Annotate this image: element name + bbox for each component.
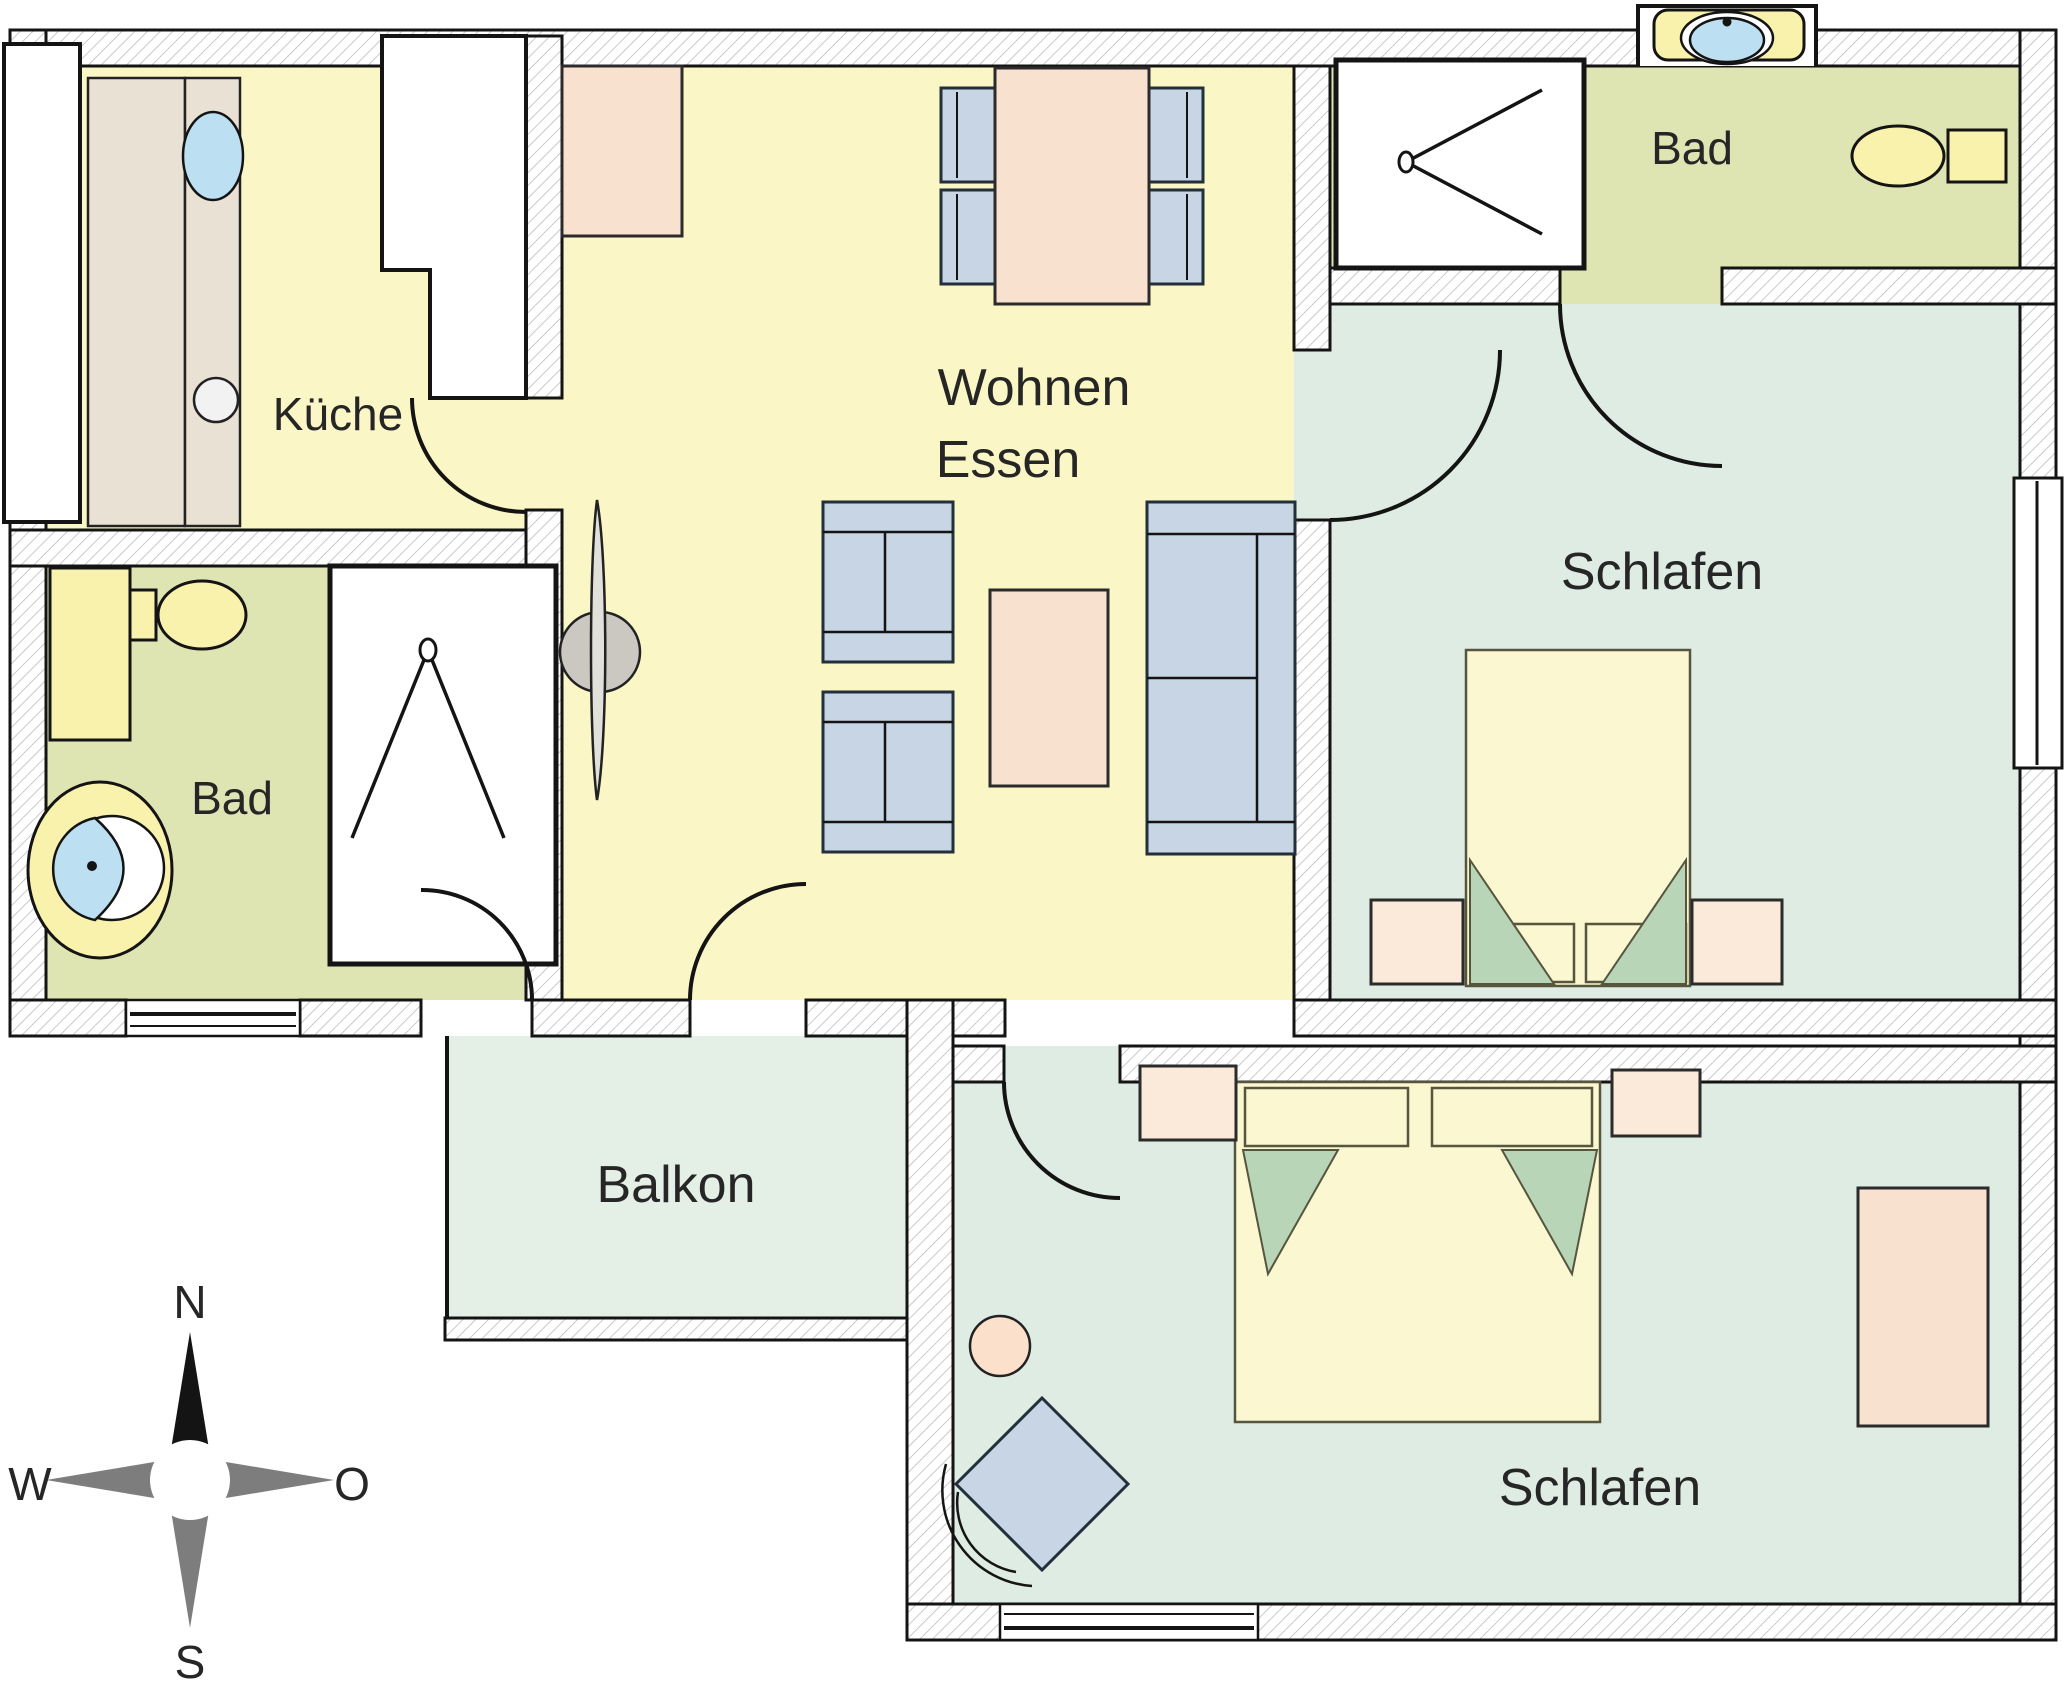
doors xyxy=(410,303,1723,1200)
compass-label-south: S xyxy=(174,1636,206,1688)
sink-drain xyxy=(1722,17,1732,27)
toilet-tank xyxy=(1946,128,2008,184)
wall-bedroom-bottom-left xyxy=(905,998,955,1642)
door-balcony xyxy=(688,882,807,1001)
shower-top xyxy=(1333,57,1587,271)
bath-left-fixtures xyxy=(26,563,559,967)
bath-left-vanity xyxy=(48,566,132,742)
nightstand xyxy=(1610,1068,1702,1138)
nightstand xyxy=(1138,1064,1238,1142)
sideboard xyxy=(560,64,684,238)
bedroom-bottom-furniture xyxy=(941,1064,1990,1588)
nightstand xyxy=(1690,898,1784,986)
wall-bath-top-bottom-b xyxy=(1720,266,2058,306)
room-label-bad-links: Bad xyxy=(191,772,273,824)
room-label-balkon: Balkon xyxy=(596,1156,756,1214)
compass-west-arrow xyxy=(46,1457,184,1503)
window-kitchen-left xyxy=(2,42,82,524)
wall-bath-left-bottom-a xyxy=(8,998,128,1038)
door-kitchen xyxy=(410,397,527,514)
armchair xyxy=(821,500,955,664)
room-label-essen: Essen xyxy=(935,431,1081,489)
plant-leaf-icon xyxy=(589,499,607,801)
bath-top-door-floor xyxy=(1560,268,1722,304)
door-bedroom-mid xyxy=(1329,349,1502,522)
shower-head-icon xyxy=(1397,150,1415,174)
wall-kitchen-living-upper xyxy=(524,34,564,400)
balcony-floor xyxy=(445,1036,907,1318)
wall-bedroom-bottom-top-b xyxy=(1118,1044,2058,1084)
room-label-schlafen-mitte: Schlafen xyxy=(1560,543,1764,601)
room-label-bad-oben: Bad xyxy=(1651,122,1733,174)
walls xyxy=(8,28,2058,1642)
balcony-railing xyxy=(443,1316,909,1342)
wall-living-bedroom-upper xyxy=(1292,64,1332,352)
kitchen-door-floor xyxy=(526,398,562,510)
coffee-table xyxy=(988,588,1110,788)
compass-north-arrow xyxy=(167,1332,213,1474)
room-label-wohnen: Wohnen xyxy=(937,359,1131,417)
shower-head-icon xyxy=(418,637,438,663)
window-bath-left xyxy=(124,998,302,1038)
wall-kitchen-bottom xyxy=(8,528,564,568)
wall-bedroom-bottom-top-a xyxy=(951,1044,1006,1084)
bedroom-mid-furniture xyxy=(1369,648,1784,988)
toilet-tank xyxy=(128,588,158,642)
toilet-icon xyxy=(156,579,248,651)
wall-living-bottom-a xyxy=(530,998,692,1038)
dining-chair xyxy=(1147,86,1205,184)
compass-label-north: N xyxy=(173,1276,207,1328)
dining-chair xyxy=(939,188,997,286)
living-furniture xyxy=(558,64,1297,856)
wall-bath-top-bottom-a xyxy=(1328,266,1562,306)
balcony-structure xyxy=(443,1036,909,1342)
blanket-fold xyxy=(1469,856,1556,985)
swivel-chair xyxy=(953,1395,1131,1573)
nightstand xyxy=(1369,898,1465,986)
kitchen-counter xyxy=(86,76,187,528)
bath-top-fixtures xyxy=(1333,8,2008,271)
blanket-fold xyxy=(1500,1149,1599,1277)
dining-table xyxy=(993,66,1151,306)
compass-south-arrow xyxy=(167,1486,213,1628)
blanket-fold xyxy=(1241,1149,1340,1277)
room-label-kueche: Küche xyxy=(272,388,404,440)
wall-living-bedroom-lower xyxy=(1292,518,1332,1002)
stove-icon xyxy=(192,376,240,424)
dining-chair xyxy=(939,86,997,184)
kitchen-sink-icon xyxy=(181,110,245,202)
compass-label-west: W xyxy=(8,1458,52,1510)
wall-bedroom-mid-bottom xyxy=(1292,998,2058,1038)
washbasin-drain xyxy=(87,861,97,871)
compass-center xyxy=(150,1440,230,1520)
sofa xyxy=(1145,500,1297,856)
compass-east-arrow xyxy=(196,1457,334,1503)
bedroom-mid-door-floor xyxy=(1294,350,1330,520)
side-table xyxy=(968,1314,1032,1378)
toilet-icon xyxy=(1850,124,1946,188)
door-bath-top xyxy=(1558,303,1723,468)
blanket-fold xyxy=(1600,856,1687,985)
dresser xyxy=(1856,1186,1990,1428)
pillow xyxy=(1430,1086,1594,1148)
window-bedroom-bottom xyxy=(998,1602,1260,1642)
compass-rose xyxy=(46,1332,334,1628)
room-label-schlafen-unten: Schlafen xyxy=(1498,1459,1702,1517)
compass-label-east: O xyxy=(334,1458,370,1510)
armchair xyxy=(821,690,955,854)
kitchen-furniture xyxy=(86,76,245,528)
pillow xyxy=(1243,1086,1410,1148)
dining-chair xyxy=(1147,188,1205,286)
entry-niche xyxy=(380,34,528,400)
bedroom-bottom-door-floor xyxy=(1004,1046,1120,1082)
door-bath-left xyxy=(420,887,534,1001)
chair-swivel-arc xyxy=(941,1463,1033,1588)
wall-bath-left-bottom-b xyxy=(298,998,423,1038)
shower-left xyxy=(327,563,559,967)
chair-swivel-arc xyxy=(955,1491,1017,1574)
door-bedroom-bottom xyxy=(1002,1081,1121,1200)
